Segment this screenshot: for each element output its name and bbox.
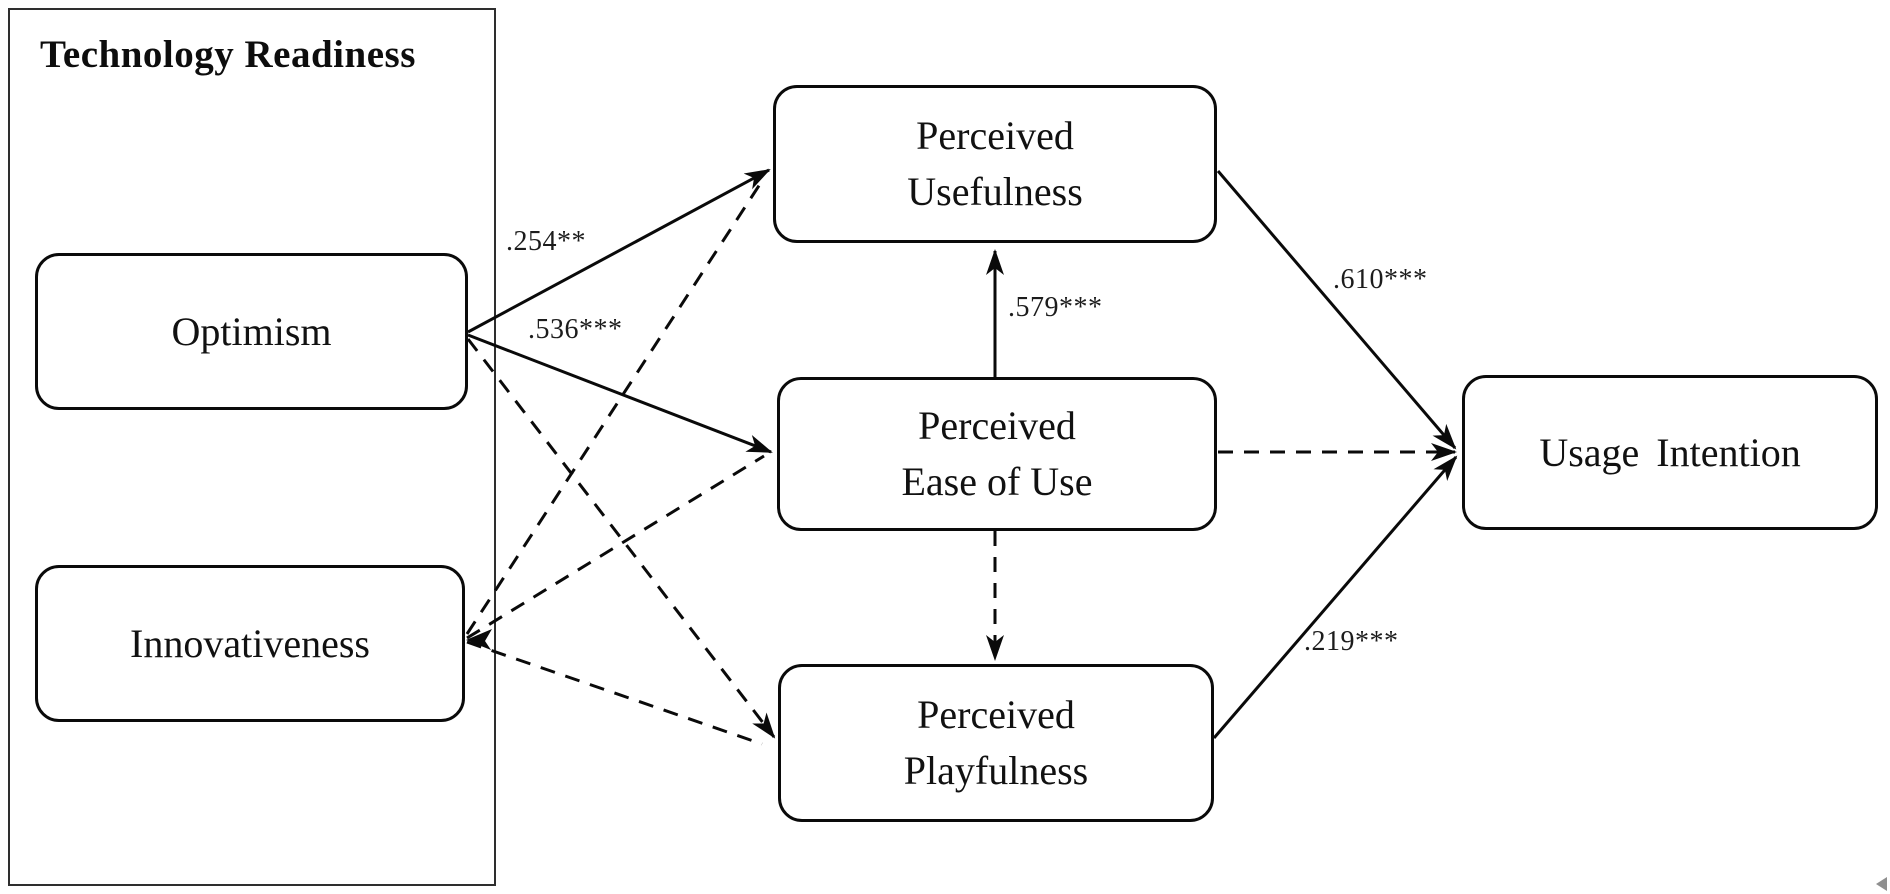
node-innovativeness: Innovativeness	[35, 565, 465, 722]
node-innovativeness-label: Innovativeness	[130, 620, 370, 666]
node-optimism: Optimism	[35, 253, 468, 410]
edge-usefulness-to-intention	[1216, 170, 1457, 450]
node-perceived-ease-of-use-label-line2: Ease of Use	[901, 459, 1093, 504]
technology-readiness-group	[8, 8, 496, 886]
node-perceived-ease-of-use: Perceived Ease of Use	[777, 377, 1217, 531]
coefficient-optimism-to-usefulness: .254**	[506, 226, 586, 257]
edge-playfulness-to-intention	[1212, 455, 1458, 739]
coefficient-optimism-to-ease: .536***	[528, 314, 623, 345]
coefficient-usefulness-to-intention: .610***	[1333, 264, 1428, 295]
edge-innovativeness-to-ease	[466, 454, 765, 640]
node-optimism-label: Optimism	[171, 308, 332, 354]
corner-artifact	[1876, 877, 1887, 891]
edge-optimism-to-ease	[467, 333, 773, 454]
node-perceived-usefulness-label-line2: Usefulness	[907, 169, 1083, 214]
edge-optimism-to-playfulness	[466, 338, 776, 739]
node-perceived-usefulness-label-line1: Perceived	[916, 113, 1074, 158]
node-usage-intention-label: Usage Intention	[1539, 429, 1801, 475]
technology-readiness-label: Technology Readiness	[40, 33, 416, 76]
node-usage-intention: Usage Intention	[1462, 375, 1878, 530]
node-perceived-playfulness-label-line1: Perceived	[917, 692, 1075, 737]
node-perceived-playfulness-label-line2: Playfulness	[903, 748, 1089, 793]
node-perceived-usefulness: Perceived Usefulness	[773, 85, 1217, 243]
edge-innovativeness-to-playfulness	[466, 640, 763, 746]
coefficient-playfulness-to-intention: .219***	[1304, 626, 1399, 657]
node-perceived-playfulness: Perceived Playfulness	[778, 664, 1214, 822]
coefficient-ease-to-usefulness: .579***	[1008, 292, 1103, 323]
node-perceived-ease-of-use-label-line1: Perceived	[918, 403, 1076, 448]
